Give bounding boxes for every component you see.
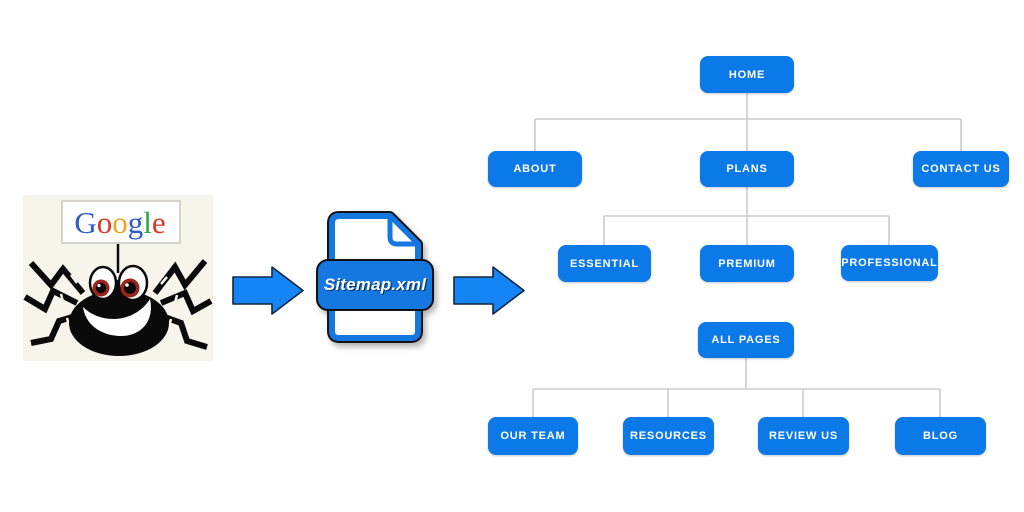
tree-node-contact-us[interactable]: CONTACT US (913, 151, 1009, 187)
google-letter: e (152, 205, 166, 240)
google-logo-sign (61, 200, 181, 244)
google-logo-text: Google (74, 205, 165, 240)
file-folded-corner (387, 213, 421, 247)
sitemap-file-label-shadow: Sitemap.xml (325, 276, 428, 295)
google-letter: G (74, 205, 96, 240)
tree-node-premium[interactable]: PREMIUM (700, 245, 794, 282)
google-letter: g (128, 205, 144, 240)
arrow-right-icon (453, 266, 525, 315)
tree-node-professional[interactable]: PROFESSIONAL (841, 245, 938, 281)
spider-eye-left (88, 265, 118, 301)
spider-leg-stripes (59, 274, 179, 327)
file-label-band (316, 259, 434, 311)
tree-node-about[interactable]: ABOUT (488, 151, 582, 187)
sitemap-file-label: Sitemap.xml (324, 275, 427, 294)
arrow-right-icon (232, 266, 304, 315)
xml-file-icon: Sitemap.xml Sitemap.xml (316, 211, 434, 343)
tree-node-essential[interactable]: ESSENTIAL (558, 245, 651, 282)
tree-node-review-us[interactable]: REVIEW US (758, 417, 849, 455)
google-letter: l (143, 205, 152, 240)
google-spider-crawler-icon: Google (23, 195, 213, 361)
tree-node-all-pages[interactable]: ALL PAGES (698, 322, 794, 358)
tree-node-home[interactable]: HOME (700, 56, 794, 93)
tree-node-resources[interactable]: RESOURCES (623, 417, 714, 455)
google-letter: o (112, 205, 128, 240)
tree-node-our-team[interactable]: OUR TEAM (488, 417, 578, 455)
spider-smile (83, 299, 151, 337)
tree-node-plans[interactable]: PLANS (700, 151, 794, 187)
spider-eye-right (117, 264, 149, 302)
tree-node-blog[interactable]: BLOG (895, 417, 986, 455)
google-letter: o (97, 205, 113, 240)
